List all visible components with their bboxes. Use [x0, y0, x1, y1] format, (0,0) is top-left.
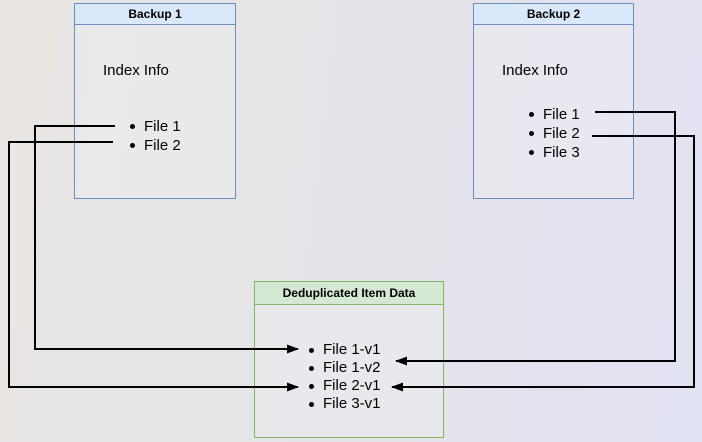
backup2-header: Backup 2: [474, 4, 633, 25]
dedup-title: Deduplicated Item Data: [282, 286, 416, 300]
list-item: File 2: [528, 124, 580, 143]
list-item: File 2: [129, 136, 181, 155]
dedup-header: Deduplicated Item Data: [255, 282, 443, 305]
list-item: File 1: [528, 105, 580, 124]
backup2-index-info-label: Index Info: [502, 62, 568, 79]
backup1-title: Backup 1: [128, 7, 182, 21]
list-item: File 2-v1: [308, 377, 381, 395]
backup1-index-info-label: Index Info: [103, 62, 169, 79]
list-item: File 3-v1: [308, 395, 381, 413]
list-item: File 1-v1: [308, 341, 381, 359]
backup1-header: Backup 1: [75, 4, 235, 25]
backup2-title: Backup 2: [526, 7, 581, 21]
list-item: File 1-v2: [308, 359, 381, 377]
list-item: File 3: [528, 143, 580, 162]
list-item: File 1: [129, 117, 181, 136]
